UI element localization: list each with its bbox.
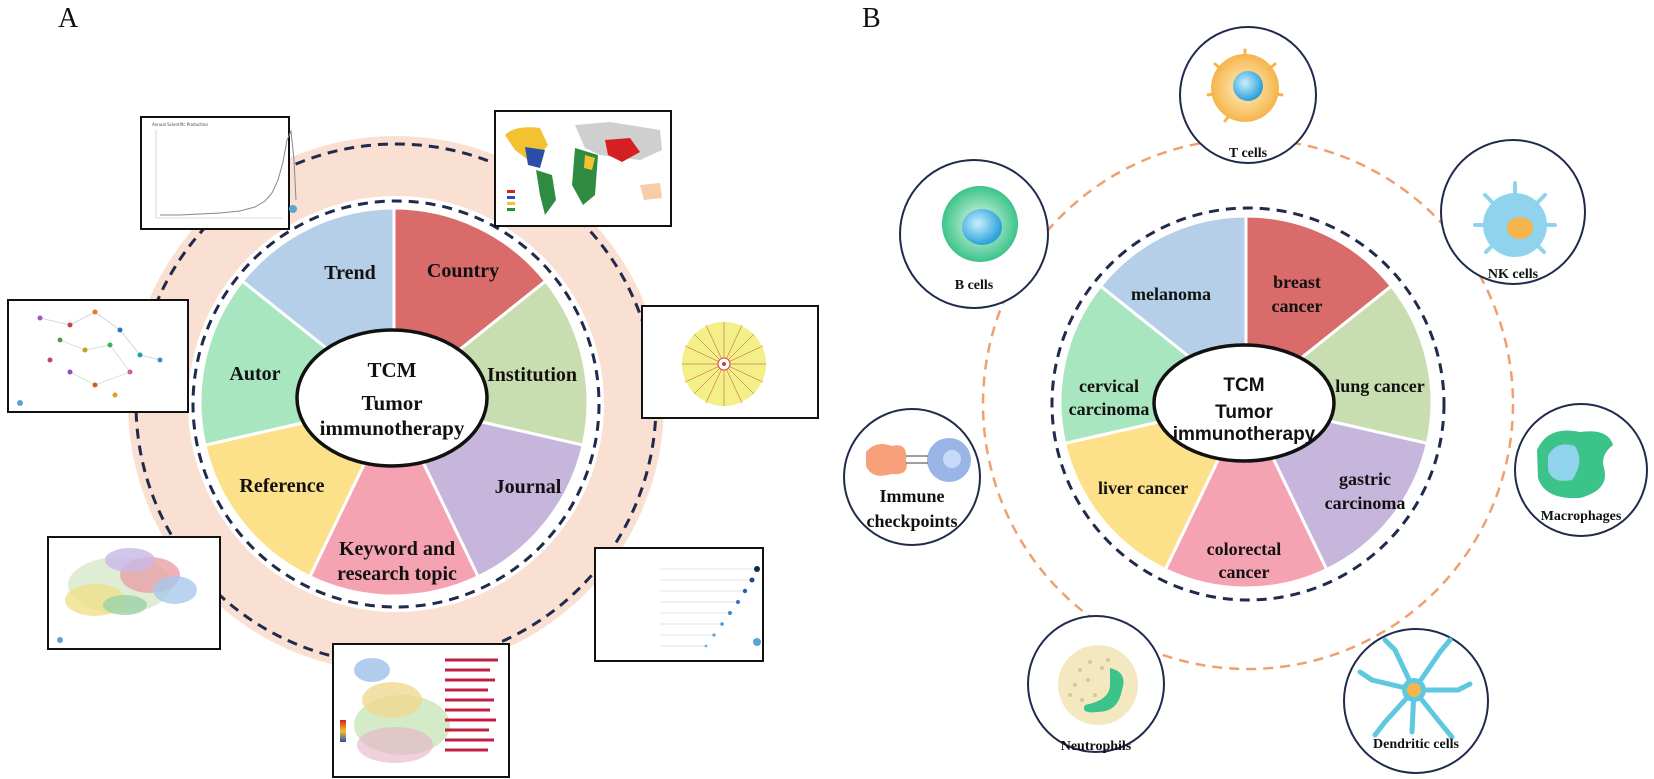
thumbnail-author-network xyxy=(7,299,189,413)
segment-label-cervical-line1: cervical xyxy=(1079,376,1139,396)
center-ellipse xyxy=(295,328,489,468)
center-b-line3: immunotherapy xyxy=(1173,424,1316,445)
pie-a-wedge-4 xyxy=(307,398,481,598)
thumbnail-timeline xyxy=(332,643,510,778)
macrophages-node: Macrophages xyxy=(1514,403,1648,537)
b-cells-node: B cells xyxy=(899,159,1049,309)
segment-label-breast-line2: cancer xyxy=(1272,296,1323,316)
segment-label-breast-line1: breast xyxy=(1273,272,1321,292)
segment-label-reference: Reference xyxy=(239,475,324,497)
thumbnail-radial-chart xyxy=(641,305,819,419)
macrophages-label: Macrophages xyxy=(1541,509,1622,524)
logo-dot-icon xyxy=(57,637,63,643)
b-cell-icon xyxy=(942,186,1018,262)
inner-dashed-circle-b xyxy=(1050,206,1446,602)
segment-label-gastric-line1: gastric xyxy=(1339,469,1391,489)
b-cells-label: B cells xyxy=(955,278,994,293)
center-line1: TCM xyxy=(368,358,417,382)
segment-label-lung: lung cancer xyxy=(1335,376,1425,396)
checkpoint-icon xyxy=(866,438,971,482)
panel-b: B TCM Tumor immunotherapy breast cancer … xyxy=(843,3,1648,774)
segment-label-journal: Journal xyxy=(495,476,562,498)
segment-label-gastric-line2: carcinoma xyxy=(1325,493,1406,513)
panel-b-letter: B xyxy=(862,3,881,34)
panel-a-letter: A xyxy=(58,3,79,34)
segment-label-melanoma: melanoma xyxy=(1131,284,1211,304)
neutrophils-label: Neutrophils xyxy=(1061,739,1132,754)
t-cell-icon xyxy=(1206,48,1284,123)
macrophage-icon xyxy=(1537,430,1613,499)
t-cells-node: T cells xyxy=(1179,26,1317,164)
segment-label-keyword-line1: Keyword and xyxy=(339,538,455,560)
segment-label-trend: Trend xyxy=(324,262,376,284)
inner-dashed-circle xyxy=(191,199,601,609)
neutrophils-node: Neutrophils xyxy=(1027,615,1165,754)
thumbnail-cluster-map xyxy=(47,536,221,650)
segment-label-keyword-line2: research topic xyxy=(337,563,457,585)
dendritic-cells-label: Dendritic cells xyxy=(1373,737,1459,752)
nk-cell-icon xyxy=(1473,181,1557,257)
segment-label-institution: Institution xyxy=(487,364,577,386)
dendritic-cells-node: Dendritic cells xyxy=(1343,628,1489,774)
t-cells-label: T cells xyxy=(1229,146,1268,161)
center-ellipse-b xyxy=(1152,343,1336,463)
center-b-line2: Tumor xyxy=(1215,402,1273,423)
segment-label-autor: Autor xyxy=(229,363,280,385)
pie-b-wedge-4 xyxy=(1163,398,1329,590)
panel-a: A TCM Tumor immunotherapy Country Instit… xyxy=(7,3,819,778)
segment-label-country: Country xyxy=(427,260,499,282)
segment-label-colorectal-line2: cancer xyxy=(1219,562,1270,582)
segment-label-liver: liver cancer xyxy=(1098,478,1188,498)
nk-cells-label: NK cells xyxy=(1488,267,1539,282)
nk-cells-node: NK cells xyxy=(1440,139,1586,285)
thumbnail-world-map xyxy=(494,110,672,227)
thumbnail-trend-chart: Annual Scientific Production xyxy=(140,116,297,230)
neutrophil-icon xyxy=(1058,645,1138,725)
center-line3: immunotherapy xyxy=(320,416,465,440)
segment-label-colorectal-line1: colorectal xyxy=(1207,539,1282,559)
thumbnail-lollipop-chart xyxy=(594,547,764,662)
center-line2: Tumor xyxy=(361,391,422,415)
center-b-line1: TCM xyxy=(1223,375,1264,396)
immune-checkpoints-node: Immune checkpoints xyxy=(843,408,981,546)
segment-label-cervical-line2: carcinoma xyxy=(1069,399,1150,419)
immune-checkpoints-label-line2: checkpoints xyxy=(866,511,957,531)
logo-dot-icon xyxy=(289,205,297,213)
thumbnail-trend-title: Annual Scientific Production xyxy=(152,122,208,127)
logo-dot-icon xyxy=(17,400,23,406)
logo-dot-icon xyxy=(753,638,761,646)
immune-checkpoints-label-line1: Immune xyxy=(879,486,944,506)
